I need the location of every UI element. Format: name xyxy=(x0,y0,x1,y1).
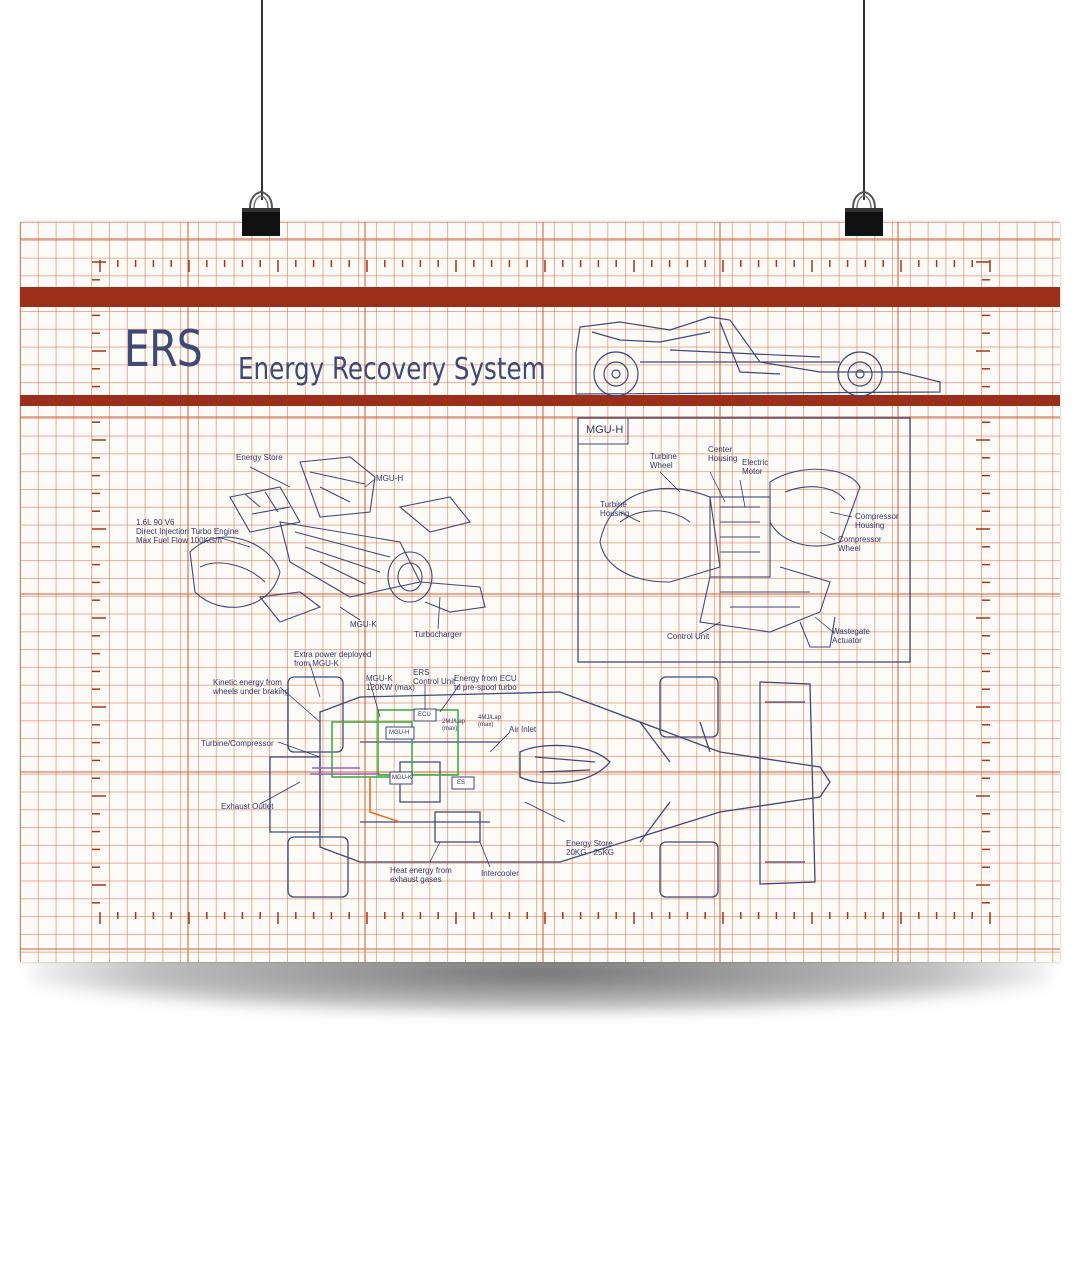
label-mj-lap-1: 4MJ/Lap (max) xyxy=(478,715,502,728)
mguh-panel-title: MGU-H xyxy=(586,424,624,436)
side-profile-car-drawing xyxy=(575,316,941,397)
poster-graphics xyxy=(20,222,1060,962)
label-ers-control: ERS Control Unit xyxy=(413,668,456,686)
label-turbine-housing: Turbine Housing xyxy=(600,500,630,518)
label-center-housing: Center Housing xyxy=(708,445,738,463)
label-turbine-wheel: Turbine Wheel xyxy=(650,452,677,470)
label-electric-motor: Electric Motor xyxy=(742,458,769,476)
mguh-panel xyxy=(577,417,911,663)
label-mguk-box: MGU-K xyxy=(392,775,412,781)
label-mj-lap-2: 2MJ/Lap (max) xyxy=(442,719,466,732)
hanging-wire-left xyxy=(261,0,263,200)
hanging-wire-right xyxy=(863,0,865,200)
title-full: Energy Recovery System xyxy=(238,352,546,387)
label-extra-power: Extra power deployed from MGU-K xyxy=(294,650,372,668)
binder-clip-right xyxy=(845,190,883,236)
label-engine-mguk: MGU-K xyxy=(350,620,377,629)
label-heat-energy: Heat energy from exhaust gases xyxy=(390,866,452,884)
bottom-red-band xyxy=(20,395,1060,406)
label-engine-spec: 1.6L 90 V6 Direct Injection Turbo Engine… xyxy=(136,518,239,545)
label-control-unit: Control Unit xyxy=(667,632,710,641)
title-abbreviation: ERS xyxy=(124,320,203,378)
label-engine-energy-store: Energy Store xyxy=(236,453,283,462)
top-red-band xyxy=(20,287,1060,307)
label-ecu-box: ECU xyxy=(418,712,431,718)
label-air-inlet: Air Inlet xyxy=(509,725,537,734)
label-intercooler: Intercooler xyxy=(481,869,519,878)
label-kinetic-energy: Kinetic energy from wheels under braking xyxy=(213,678,290,696)
ers-blueprint-poster: ERS Energy Recovery System xyxy=(20,222,1060,962)
engine-exploded-drawing xyxy=(189,456,486,623)
label-wastegate-actuator: Wastegate Actuator xyxy=(832,627,870,645)
label-es-box: ES xyxy=(457,780,466,786)
label-mguk-power: MGU-K 120KW (max) xyxy=(366,674,415,692)
label-turbocharger: Turbocharger xyxy=(414,630,462,639)
binder-clip-left xyxy=(242,190,280,236)
label-compressor-housing: Compressor Housing xyxy=(855,512,899,530)
label-exhaust-outlet: Exhaust Outlet xyxy=(221,802,274,811)
label-mguh-box: MGU-H xyxy=(389,730,410,736)
label-engine-mguh: MGU-H xyxy=(376,474,404,483)
label-energy-store-weight: Energy Store 20KG - 25KG xyxy=(566,839,615,857)
label-compressor-wheel: Compressor Wheel xyxy=(838,535,882,553)
top-down-car-drawing xyxy=(217,466,853,898)
label-energy-ecu: Energy from ECU to pre-spool turbo xyxy=(454,674,517,692)
label-turbine-compressor: Turbine/Compressor xyxy=(201,739,274,748)
